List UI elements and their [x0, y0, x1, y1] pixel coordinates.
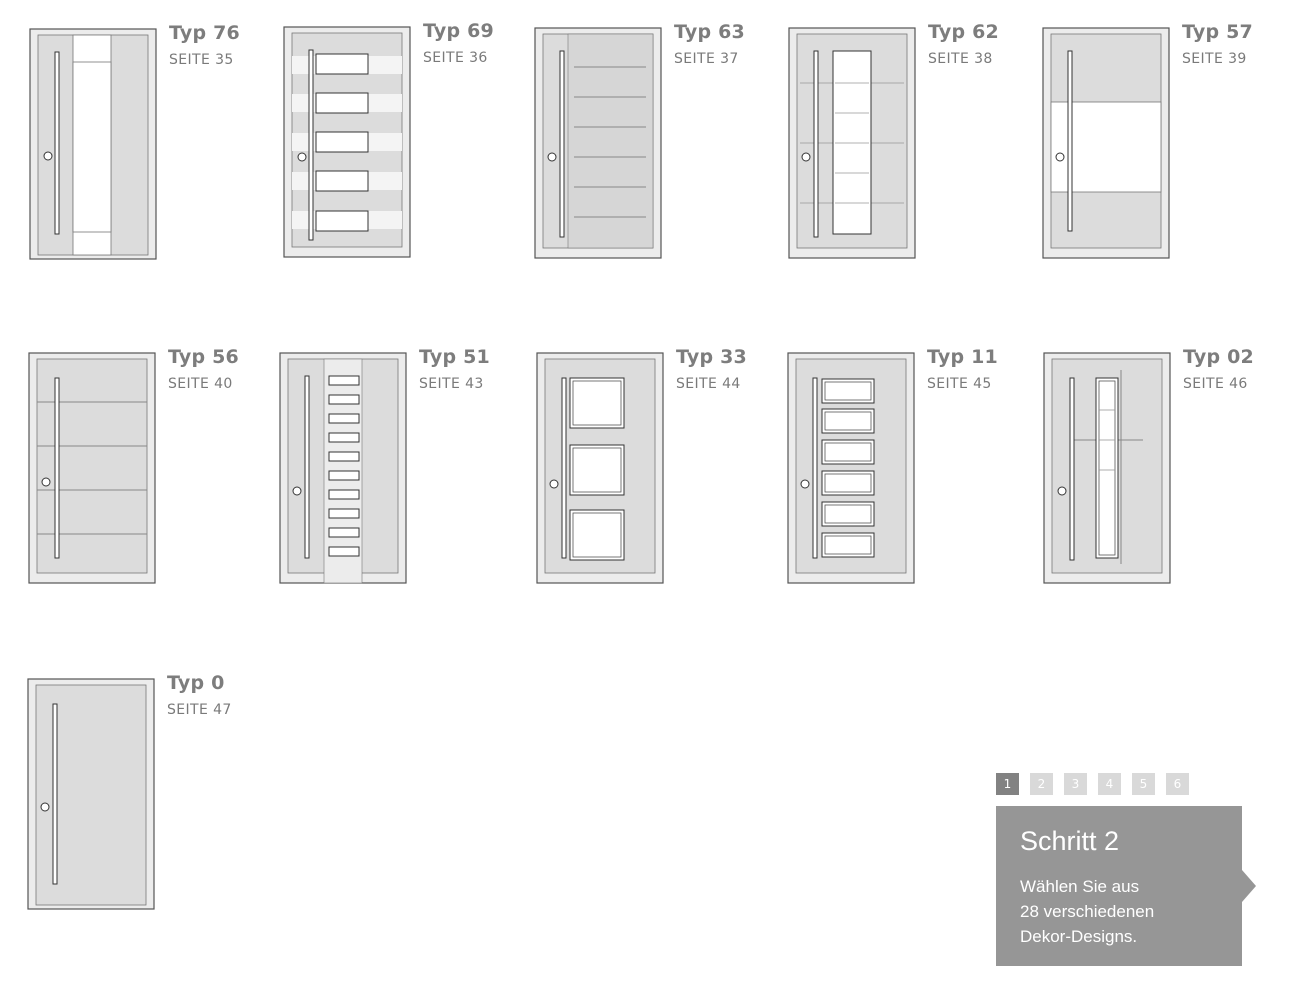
door-typ11[interactable]: Typ 11 SEITE 45 [787, 346, 1027, 592]
door-page-ref: SEITE 39 [1182, 51, 1247, 67]
door-typ62-drawing [788, 27, 916, 259]
door-typ57-drawing [1042, 27, 1170, 259]
door-page-ref: SEITE 37 [674, 51, 739, 67]
door-typ51-drawing [279, 352, 407, 584]
step-4[interactable]: 4 [1098, 773, 1121, 795]
callout-line: Wählen Sie aus [1020, 877, 1140, 896]
door-typ0[interactable]: Typ 0 SEITE 47 [27, 672, 267, 918]
door-title: Typ 62 [928, 21, 999, 43]
step-3[interactable]: 3 [1064, 773, 1087, 795]
door-typ76-drawing [29, 28, 157, 260]
door-typ63-drawing [534, 27, 662, 259]
door-title: Typ 51 [419, 346, 490, 368]
door-page-ref: SEITE 36 [423, 50, 488, 66]
door-title: Typ 11 [927, 346, 998, 368]
callout-title: Schritt 2 [1020, 826, 1120, 856]
door-typ57[interactable]: Typ 57 SEITE 39 [1042, 21, 1282, 267]
door-title: Typ 56 [168, 346, 239, 368]
door-title: Typ 69 [423, 20, 494, 42]
door-page-ref: SEITE 40 [168, 376, 233, 392]
door-page-ref: SEITE 45 [927, 376, 992, 392]
door-typ11-drawing [787, 352, 915, 584]
door-page-ref: SEITE 43 [419, 376, 484, 392]
door-page-ref: SEITE 46 [1183, 376, 1248, 392]
door-typ02-drawing [1043, 352, 1171, 584]
door-typ33-drawing [536, 352, 664, 584]
door-typ33[interactable]: Typ 33 SEITE 44 [536, 346, 776, 592]
door-typ76[interactable]: Typ 76 SEITE 35 [29, 22, 269, 268]
door-title: Typ 33 [676, 346, 747, 368]
door-typ63[interactable]: Typ 63 SEITE 37 [534, 21, 774, 267]
door-typ51[interactable]: Typ 51 SEITE 43 [279, 346, 519, 592]
door-page-ref: SEITE 47 [167, 702, 232, 718]
door-title: Typ 63 [674, 21, 745, 43]
door-typ02[interactable]: Typ 02 SEITE 46 [1043, 346, 1283, 592]
door-page-ref: SEITE 44 [676, 376, 741, 392]
step-1[interactable]: 1 [996, 773, 1019, 795]
step-5[interactable]: 5 [1132, 773, 1155, 795]
door-title: Typ 0 [167, 672, 225, 694]
step-callout: Schritt 2 Wählen Sie aus 28 verschiedene… [996, 806, 1242, 966]
step-2[interactable]: 2 [1030, 773, 1053, 795]
door-typ56[interactable]: Typ 56 SEITE 40 [28, 346, 268, 592]
door-title: Typ 57 [1182, 21, 1253, 43]
callout-line: 28 verschiedenen [1020, 902, 1155, 921]
door-title: Typ 02 [1183, 346, 1254, 368]
callout-line: Dekor-Designs. [1020, 927, 1138, 946]
door-typ0-drawing [27, 678, 155, 910]
door-page-ref: SEITE 35 [169, 52, 234, 68]
callout-text: Wählen Sie aus 28 verschiedenen Dekor-De… [1020, 874, 1230, 949]
step-6[interactable]: 6 [1166, 773, 1189, 795]
callout-arrow-icon [1242, 870, 1256, 902]
step-navigation: 1 2 3 4 5 6 [996, 773, 1189, 795]
door-title: Typ 76 [169, 22, 240, 44]
door-typ56-drawing [28, 352, 156, 584]
door-typ69-drawing [283, 26, 411, 258]
door-typ62[interactable]: Typ 62 SEITE 38 [788, 21, 1028, 267]
door-page-ref: SEITE 38 [928, 51, 993, 67]
door-typ69[interactable]: Typ 69 SEITE 36 [283, 20, 523, 266]
